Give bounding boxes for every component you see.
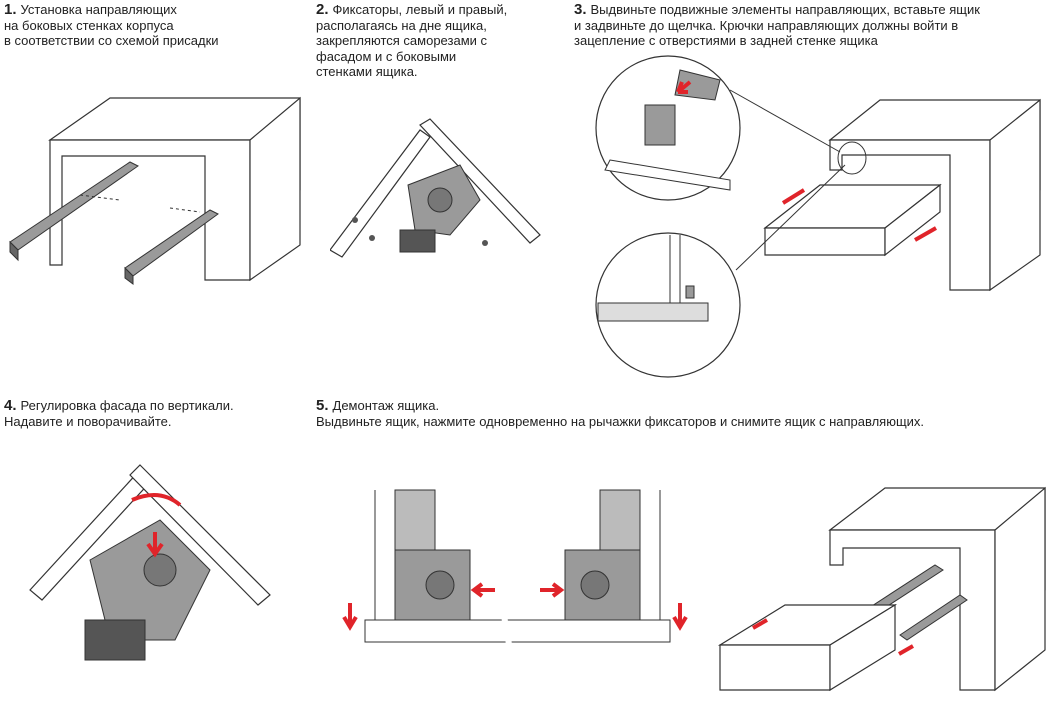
- right-runner: [124, 209, 219, 285]
- step-3-insertion-illustration: [595, 55, 1041, 378]
- step-4-caption: 4.Регулировка фасада по вертикали. Надав…: [4, 398, 234, 429]
- step-3-text: Выдвиньте подвижные элементы направляющи…: [574, 2, 980, 48]
- step-2-latch-illustration: [330, 118, 541, 258]
- zoom-source-top: [837, 141, 867, 175]
- step-1-text: Установка направляющих на боковых стенка…: [4, 2, 219, 48]
- arrow-pull-right: [898, 644, 914, 656]
- arrow-zoom-top: [676, 80, 692, 94]
- step-2-text: Фиксаторы, левый и правый, располагаясь …: [316, 2, 508, 79]
- runner-5-right: [899, 594, 968, 641]
- drawer-bottom-5: [364, 619, 671, 643]
- step-4-text: Регулировка фасада по вертикали. Надавит…: [4, 398, 234, 429]
- step-2-number: 2.: [316, 1, 329, 18]
- zoom-bottom-detail: [597, 235, 709, 322]
- drawer-5: [717, 603, 898, 692]
- press-arrow: [146, 532, 164, 558]
- cabinet-side: [249, 96, 301, 282]
- step-4-number: 4.: [4, 397, 17, 414]
- right-latch-5: [564, 489, 641, 621]
- step-5-text: Демонтаж ящика. Выдвиньте ящик, нажмите …: [316, 398, 925, 429]
- drawer-front-panel: [330, 129, 431, 258]
- step-1-cabinet-illustration: [9, 96, 301, 285]
- zoom-top-detail: [604, 69, 731, 191]
- arrow-lever-right: [540, 582, 565, 598]
- step-3-number: 3.: [574, 1, 587, 18]
- left-latch-5: [394, 489, 471, 621]
- step-1-caption: 1.Установка направляющих на боковых стен…: [4, 2, 219, 49]
- step-1-number: 1.: [4, 1, 17, 18]
- left-runner: [9, 161, 139, 262]
- cabinet-3: [828, 98, 1041, 292]
- step-5-caption: 5.Демонтаж ящика. Выдвиньте ящик, нажмит…: [316, 398, 924, 429]
- drawer-3: [763, 183, 942, 257]
- step-5-release-illustration: [342, 489, 688, 650]
- step-5-number: 5.: [316, 397, 329, 414]
- screws: [352, 217, 488, 246]
- drawer-side-4: [129, 464, 271, 606]
- drawer-side-panel: [419, 118, 541, 244]
- arrow-pull-left: [752, 618, 768, 630]
- cabinet-5: [828, 486, 1046, 692]
- latch-mechanism: [399, 164, 481, 253]
- step-4-adjustment-illustration: [29, 464, 271, 661]
- step-2-caption: 2.Фиксаторы, левый и правый, располагаяс…: [316, 2, 507, 80]
- latch-4: [84, 519, 211, 661]
- step-3-caption: 3.Выдвиньте подвижные элементы направляю…: [574, 2, 980, 49]
- rotate-arrow: [131, 493, 182, 507]
- arrow-push-right: [914, 226, 937, 242]
- step-5-removal-illustration: [717, 486, 1046, 692]
- arrow-push-left: [781, 188, 806, 205]
- arrow-down-left: [342, 603, 358, 631]
- arrow-lever-left: [470, 582, 495, 598]
- arrow-down-right: [672, 603, 688, 631]
